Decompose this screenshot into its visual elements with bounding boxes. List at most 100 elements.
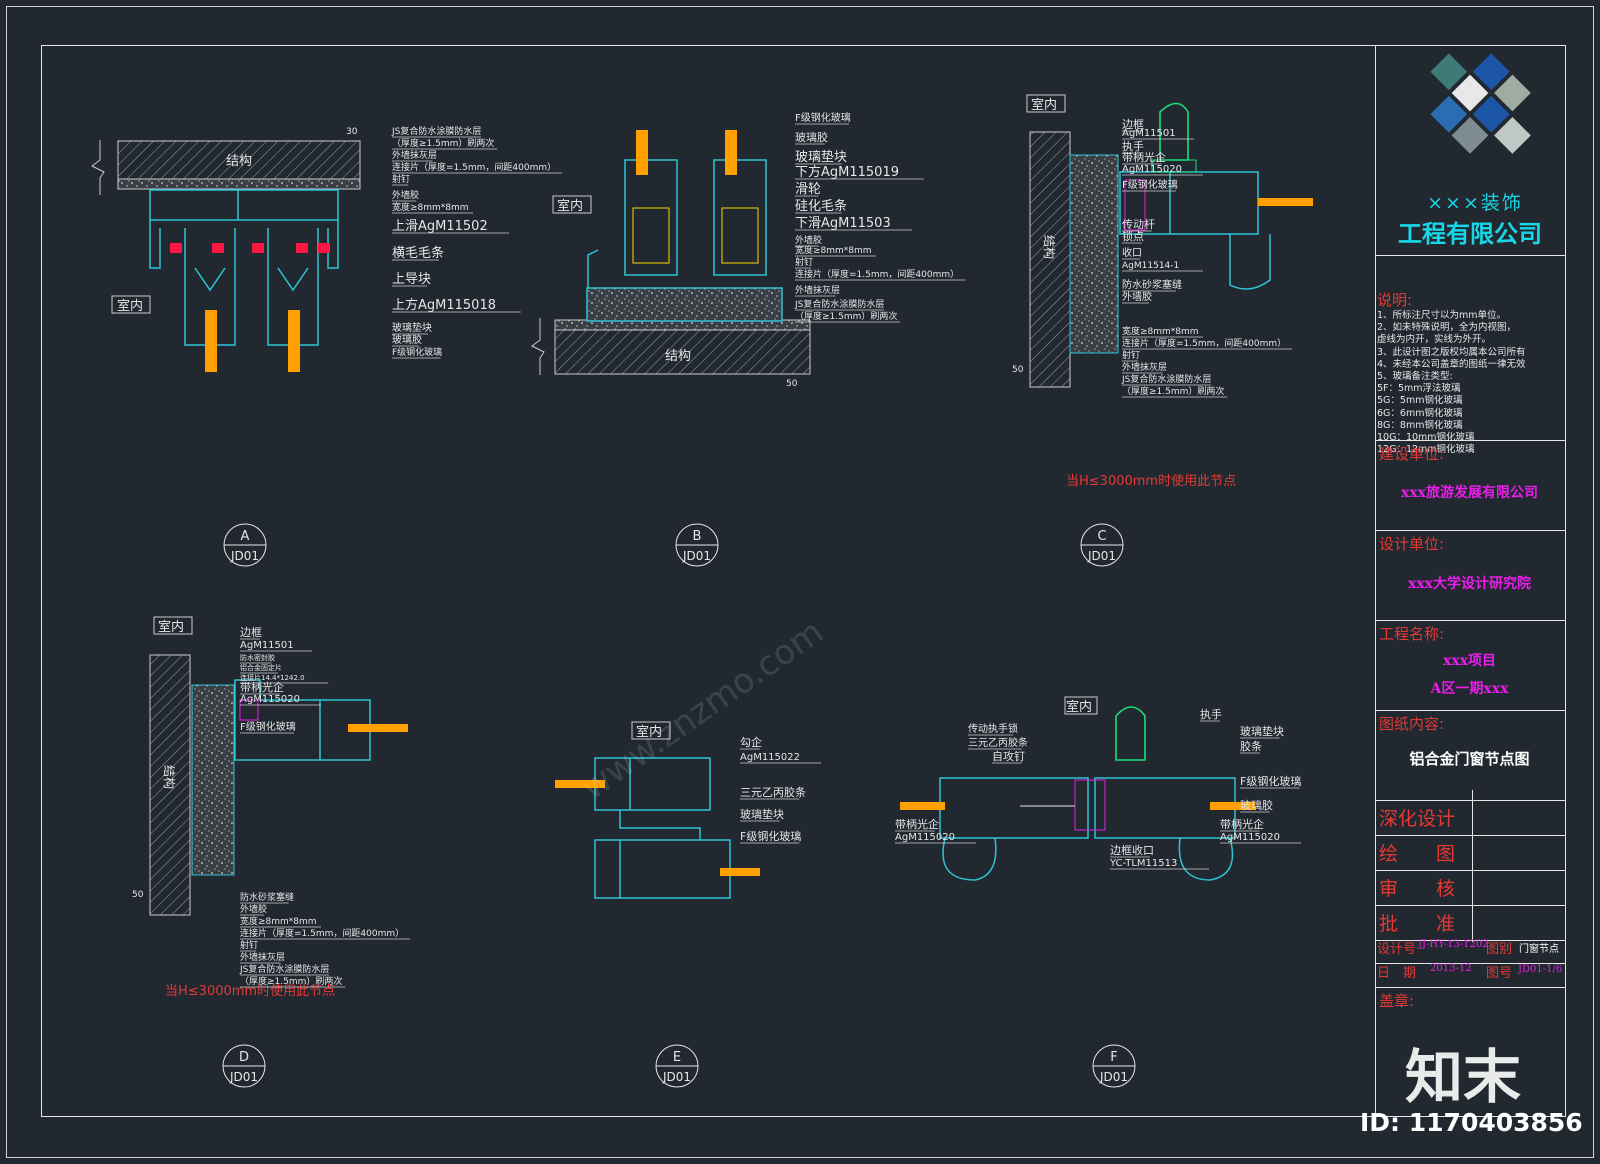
detail-marker-sheet: JD01 (682, 549, 711, 563)
room-label: 室内 (1031, 97, 1057, 113)
callout-label: 边框收口 (1110, 843, 1154, 857)
callout-label: AgM115020 (240, 694, 300, 705)
drawing-no-label: 图号 (1486, 966, 1513, 981)
detail-d-labels: 边框AgM11501防水密封胶铝合金固定片连接片14.4*1242.0带柄光企A… (239, 626, 411, 988)
detail-c-labels: 边框AgM11501执手带柄光企AgM115020F级钢化玻璃传动杆锁点收口Ag… (1121, 118, 1293, 398)
callout-label: AgM115020 (1220, 832, 1280, 843)
structure-wall (149, 654, 191, 916)
seal-label: 盖章: (1379, 992, 1415, 1010)
callout-label: 执手 (1200, 707, 1222, 721)
callout-label: 连接片（厚度=1.5mm，间距400mm） (392, 161, 556, 173)
project-label: 工程名称: (1379, 625, 1445, 643)
note-9: 6G：6mm钢化玻璃 (1377, 407, 1463, 419)
detail-marker-sheet: JD01 (1087, 549, 1116, 563)
detail-b-labels: F级钢化玻璃玻璃胶玻璃垫块下方AgM115019滑轮硅化毛条下滑AgM11503… (794, 111, 966, 323)
company-name-line1: ×××装饰 (1427, 192, 1523, 214)
detail-a-labels: JS复合防水涂膜防水层（厚度≥1.5mm）刷两次外墙抹灰层连接片（厚度=1.5m… (391, 125, 563, 359)
callout-label: 外墙胶 (392, 189, 419, 201)
callout-label: F级钢化玻璃 (1122, 178, 1178, 191)
callout-label: 传动杆 (1122, 217, 1155, 231)
drawing-frame (41, 45, 1566, 1117)
handle-icon (1159, 102, 1189, 161)
callout-label: 宽度≥8mm*8mm (392, 201, 469, 213)
callout-label: 滑轮 (795, 182, 821, 197)
callout-label: 外墙抹灰层 (392, 149, 437, 161)
category: 门窗节点 (1519, 944, 1559, 955)
note-2: 2、如未特殊说明，全为内视图， (1377, 322, 1517, 334)
callout-label: F级钢化玻璃 (392, 346, 442, 358)
structure-wall (1029, 131, 1071, 388)
project-name: xxx项目 (1442, 653, 1497, 669)
structure-label: 结构 (226, 154, 252, 169)
detail-marker-letter: F (1110, 1050, 1117, 1065)
callout-label: 三元乙丙胶条 (740, 785, 806, 799)
callout-label: 宽度≥8mm*8mm (1122, 325, 1199, 337)
callout-label: 连接片14.4*1242.0 (240, 673, 305, 682)
designer-name: xxx大学设计研究院 (1407, 576, 1532, 592)
callout-label: 连接片（厚度=1.5mm，间距400mm） (240, 927, 404, 939)
role-drawing: 绘 图 (1379, 843, 1456, 865)
note-10: 8G：8mm钢化玻璃 (1377, 419, 1463, 431)
usage-note: 当H≤3000mm时使用此节点 (1066, 473, 1236, 489)
dimension: 50 (132, 890, 144, 900)
watermark-brand: 知末 (1405, 1043, 1522, 1111)
drawing-no: JD01-1/6 (1518, 964, 1563, 975)
structure-label: 结构 (162, 765, 177, 789)
callout-label: F级钢化玻璃 (740, 829, 801, 843)
callout-label: 防水密封胶 (240, 653, 275, 662)
room-label: 室内 (557, 198, 583, 214)
date: 2013-12 (1430, 963, 1472, 974)
callout-label: AgM11514-1 (1122, 261, 1179, 271)
callout-label: 下滑AgM11503 (795, 216, 891, 231)
callout-label: 外墙胶 (1122, 290, 1152, 303)
client-label: 建设单位: (1379, 445, 1445, 463)
detail-marker-sheet: JD01 (229, 1070, 258, 1084)
structure-slab (554, 329, 811, 375)
callout-label: JS复合防水涂膜防水层 (239, 963, 329, 975)
dimension: 30 (346, 127, 358, 137)
upper-track-profile (149, 189, 339, 346)
callout-label: F级钢化玻璃 (795, 111, 851, 124)
callout-label: 玻璃胶 (795, 130, 828, 144)
plaster-layer (117, 178, 361, 190)
callout-label: 连接片（厚度=1.5mm，间距400mm） (795, 268, 959, 280)
callout-label: 上导块 (392, 272, 431, 287)
role-review: 审 核 (1379, 878, 1456, 900)
detail-marker-letter: A (241, 529, 250, 544)
callout-label: 外墙抹灰层 (795, 284, 840, 296)
callout-label: 下方AgM115019 (795, 164, 899, 180)
callout-label: 外墙胶 (240, 903, 267, 915)
client-name: xxx旅游发展有限公司 (1400, 485, 1539, 501)
callout-label: 射钉 (1122, 349, 1140, 361)
dimension: 50 (1012, 365, 1024, 375)
callout-label: 带柄光企 (895, 817, 939, 831)
callout-label: 防水砂浆塞缝 (1122, 278, 1182, 291)
callout-label: 连接片（厚度=1.5mm，间距400mm） (1122, 337, 1286, 349)
drawing-content: 铝合金门窗节点图 (1409, 750, 1530, 768)
room-label: 室内 (117, 298, 143, 314)
date-label: 日 期 (1377, 966, 1417, 981)
callout-label: 收口 (1122, 246, 1142, 259)
detail-marker-sheet: JD01 (662, 1070, 691, 1084)
detail-b: 结构 室内 50 F级钢化玻璃玻璃胶玻璃垫块下方AgM115019滑轮硅化毛条下… (531, 111, 966, 389)
callout-label: （厚度≥1.5mm）刷两次 (240, 975, 342, 987)
callout-label: 边框 (240, 626, 262, 639)
callout-label: （厚度≥1.5mm）刷两次 (1122, 385, 1224, 397)
callout-label: 防水砂浆塞缝 (240, 891, 294, 903)
detail-marker-sheet: JD01 (230, 549, 259, 563)
frame-profile (234, 679, 371, 761)
callout-label: 传动执手锁 (968, 722, 1018, 735)
detail-d: 结构 室内 50 当H≤3000mm时使用此节点 边框AgM11501防水密封胶… (132, 616, 411, 999)
company-name-line2: 工程有限公司 (1398, 220, 1542, 248)
detail-marker-letter: E (673, 1050, 681, 1065)
note-12: 12G：12mm钢化玻璃 (1377, 444, 1475, 456)
detail-marker-sheet: JD01 (1099, 1070, 1128, 1084)
detail-c: 结构 室内 50 当H≤3000mm时使用此节点 边框AgM11501执手带柄光… (1012, 94, 1313, 489)
callout-label: AgM11501 (240, 640, 294, 651)
note-5: 4、未经本公司盖章的图纸一律无效 (1377, 358, 1526, 370)
structure-slab (117, 140, 361, 180)
callout-label: JS复合防水涂膜防水层 (794, 298, 884, 310)
